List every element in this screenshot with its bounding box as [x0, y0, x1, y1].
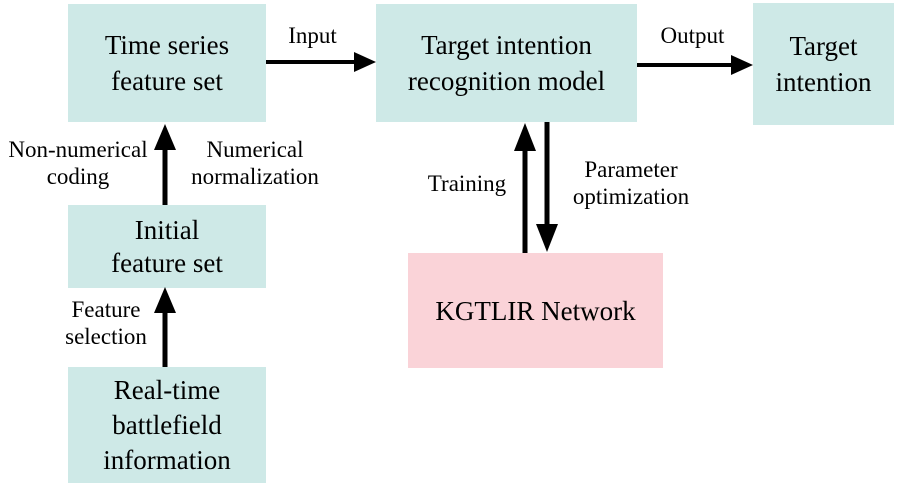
training-label: Training: [427, 171, 507, 196]
initial-feature-set-box: Initial feature set: [68, 205, 266, 288]
input-arrow: [266, 52, 376, 72]
kgtlir-network-label: KGTLIR Network: [435, 295, 636, 326]
time-series-feature-set-box: Time series feature set: [68, 4, 266, 122]
output-arrow-label: Output: [660, 23, 725, 48]
kgtlir-network-box: KGTLIR Network: [408, 253, 663, 368]
output-arrow: [637, 55, 753, 75]
output-arrow-head: [731, 55, 753, 75]
target-intention-recognition-model-box: Target intention recognition model: [376, 4, 637, 122]
real-time-battlefield-information-box: Real-time battlefield information: [68, 367, 266, 483]
real-time-battlefield-information-label: Real-time battlefield information: [103, 374, 231, 475]
time-series-feature-set-label: Time series feature set: [104, 30, 230, 96]
target-intention-recognition-model-label: Target intention recognition model: [407, 30, 606, 96]
parameter-optimization-label: Parameter optimization: [572, 157, 690, 209]
target-intention-box: Target intention: [753, 3, 894, 125]
numerical-normalization-label: Numerical normalization: [191, 137, 319, 189]
target-intention-label: Target intention: [775, 31, 872, 97]
input-arrow-head: [354, 52, 376, 72]
training-arrow-head: [514, 123, 536, 151]
non-numerical-coding-label: Non-numerical coding: [8, 137, 148, 189]
input-arrow-label: Input: [288, 23, 337, 48]
feature-selection-label: Feature selection: [65, 297, 147, 349]
initial-feature-set-label: Initial feature set: [111, 214, 223, 278]
parameter-optimization-arrow-head: [536, 224, 558, 252]
parameter-optimization-arrow: [536, 122, 558, 252]
